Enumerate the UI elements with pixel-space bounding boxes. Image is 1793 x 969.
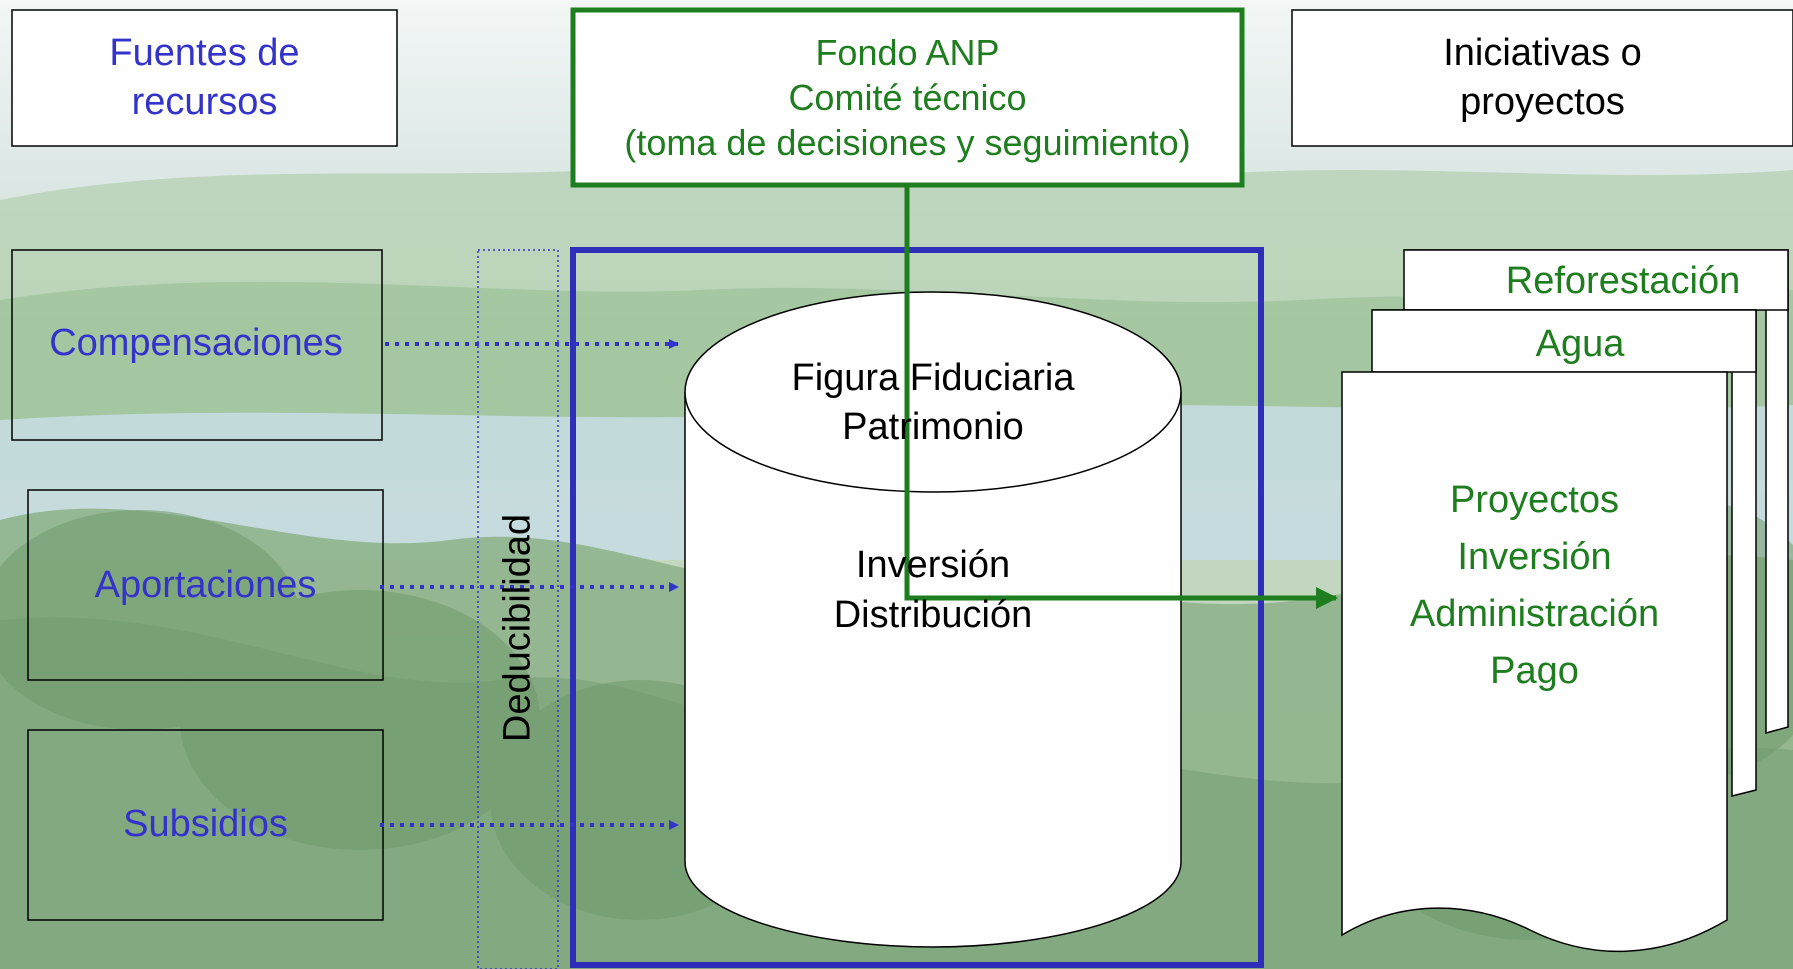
fund-header-box bbox=[570, 7, 1245, 188]
initiatives-title-line-1: Iniciativas o bbox=[1443, 31, 1642, 74]
trust-body-text: Inversión Distribución bbox=[685, 533, 1181, 648]
initiatives-title: Iniciativas o proyectos bbox=[1292, 10, 1793, 146]
project-label-reforestacion: Reforestación bbox=[1505, 260, 1741, 302]
deductibility-column bbox=[477, 249, 559, 969]
sources-title-line-1: Fuentes de bbox=[109, 31, 300, 74]
trust-cylinder bbox=[684, 291, 1182, 948]
project-front-text: Proyectos Inversión Administración Pago bbox=[1342, 472, 1727, 702]
project-front-line-1: Proyectos bbox=[1450, 479, 1619, 521]
project-document-stack bbox=[1341, 249, 1789, 953]
sources-header-box bbox=[11, 9, 398, 147]
trust-top-text: Figura Fiduciaria Patrimonio bbox=[685, 348, 1181, 458]
trust-top-line-1: Figura Fiduciaria bbox=[791, 356, 1075, 399]
initiatives-title-line-2: proyectos bbox=[1460, 81, 1625, 123]
project-front-line-4: Pago bbox=[1490, 650, 1579, 692]
source-label-compensaciones: Compensaciones bbox=[49, 322, 343, 364]
fund-title-line-2: Comité técnico bbox=[788, 77, 1027, 118]
trust-frame bbox=[570, 247, 1264, 968]
source-label-aportaciones: Aportaciones bbox=[94, 564, 317, 606]
sources-title: Fuentes de recursos bbox=[12, 10, 397, 146]
project-front-line-3: Administración bbox=[1409, 593, 1660, 635]
source-box-compensaciones bbox=[11, 249, 383, 441]
trust-top-line-2: Patrimonio bbox=[842, 406, 1024, 448]
project-front-line-2: Inversión bbox=[1457, 536, 1612, 578]
trust-body-line-2: Distribución bbox=[833, 593, 1033, 636]
sources-title-line-2: recursos bbox=[131, 81, 278, 123]
fund-title-line-1: Fondo ANP bbox=[815, 32, 1000, 73]
project-label-agua: Agua bbox=[1535, 323, 1625, 365]
fund-to-projects-arrow bbox=[904, 185, 1338, 609]
fund-title: Fondo ANP Comité técnico (toma de decisi… bbox=[573, 10, 1242, 185]
source-label-subsidios: Subsidios bbox=[123, 803, 288, 845]
deductibility-label: Deducibilidad bbox=[496, 513, 539, 743]
fund-title-line-3: (toma de decisiones y seguimiento) bbox=[624, 122, 1191, 163]
trust-body-line-1: Inversión bbox=[855, 544, 1011, 587]
initiatives-header-box bbox=[1291, 9, 1793, 147]
